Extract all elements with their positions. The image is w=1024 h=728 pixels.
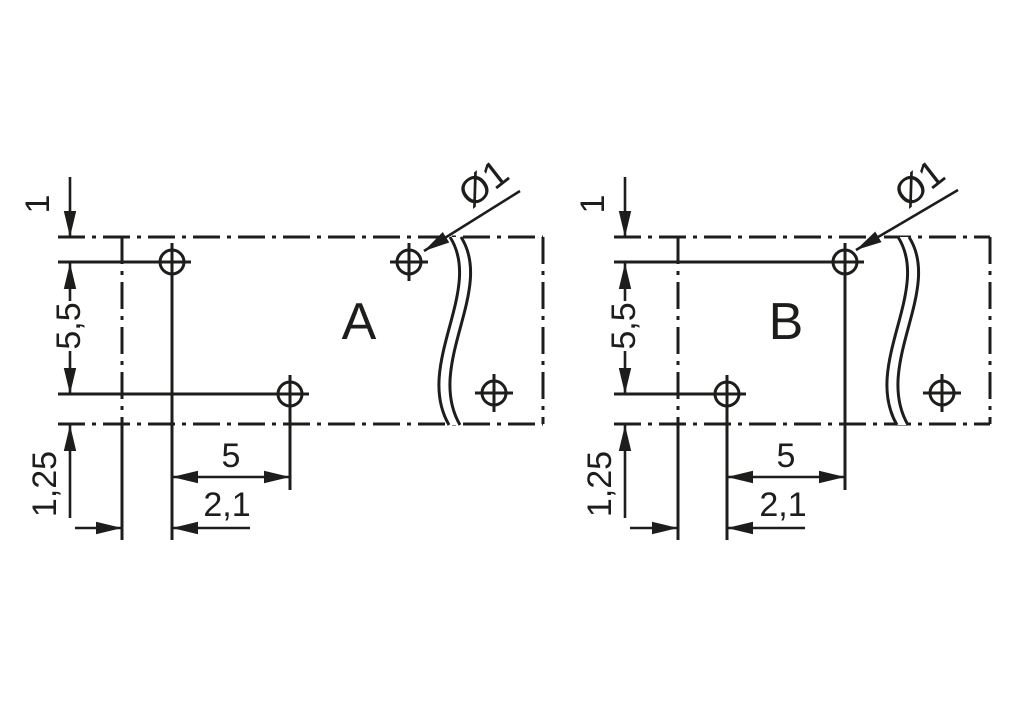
break-line: [437, 236, 462, 426]
drill-hole: [928, 379, 956, 407]
view-label: A: [342, 293, 377, 351]
break-line-mask: [886, 237, 919, 425]
dim-label-hole-diameter: Ø1: [451, 152, 517, 216]
dim-label-hole-diameter: Ø1: [887, 152, 953, 216]
dim-label-row-spacing: 5,5: [50, 302, 88, 349]
break-line: [896, 236, 921, 426]
dim-label-pitch: 5: [222, 437, 241, 475]
view-b: 1 5,5 1,25 5 2,1 Ø1 B: [574, 152, 992, 540]
dim-label-offset: 2,1: [759, 486, 806, 524]
dim-label-edge-bottom: 1,25: [581, 451, 619, 517]
dim-label-edge-bottom: 1,25: [26, 451, 64, 517]
break-line: [885, 236, 910, 426]
break-line-mask: [438, 237, 471, 425]
dim-label-edge-top: 1: [19, 195, 57, 214]
drill-hole: [713, 380, 741, 408]
drill-hole: [276, 380, 304, 408]
break-line: [448, 236, 473, 426]
view-label: B: [769, 293, 804, 351]
hole-diameter-leader-line: [423, 189, 521, 253]
dim-label-edge-top: 1: [574, 195, 612, 214]
view-a: 1 5,5 1,25 5 2,1 Ø1 A: [19, 152, 545, 540]
hole-diameter-leader-line: [855, 188, 959, 252]
drill-hole: [395, 248, 423, 276]
dim-label-pitch: 5: [777, 437, 796, 475]
drill-hole: [158, 248, 186, 276]
drill-hole: [480, 379, 508, 407]
dim-label-row-spacing: 5,5: [605, 302, 643, 349]
drill-hole: [831, 248, 859, 276]
dim-label-offset: 2,1: [203, 486, 250, 524]
